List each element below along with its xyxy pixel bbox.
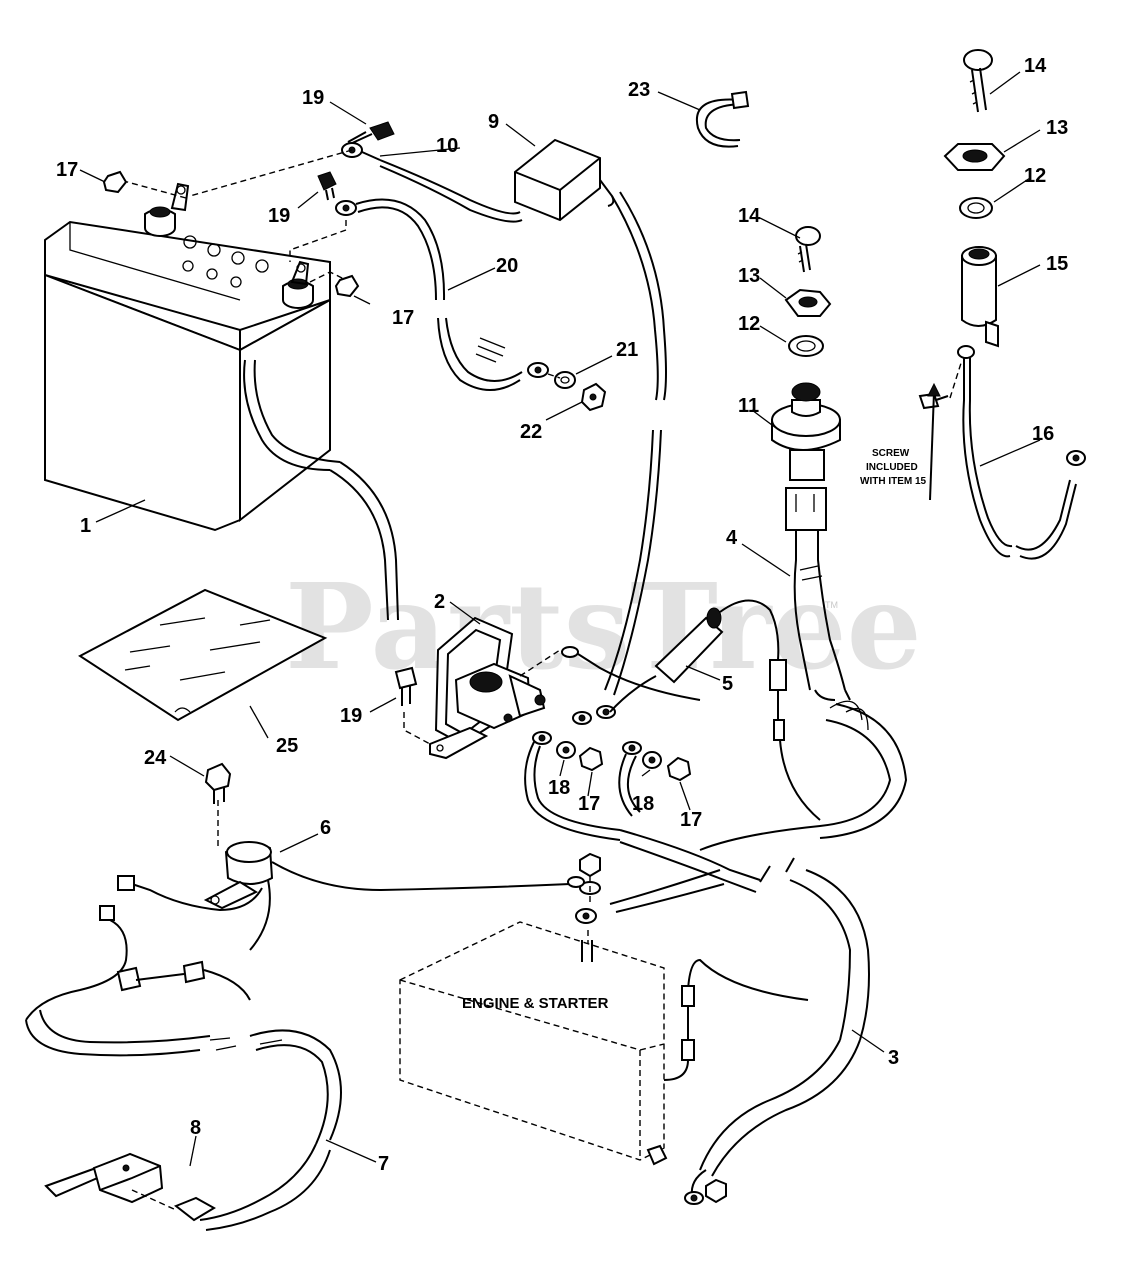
cable-20[interactable] [335, 198, 549, 391]
harness-7[interactable] [25, 905, 342, 1231]
engine-ground-bolt-lower[interactable] [646, 1144, 727, 1204]
callout-5: 5 [722, 673, 733, 695]
callout-24: 24 [144, 747, 167, 769]
fuse-5[interactable] [609, 599, 821, 821]
leader-lines [79, 71, 1041, 1167]
callout-21: 21 [616, 339, 638, 361]
callout-17-top: 17 [56, 159, 78, 181]
washer-18-left[interactable] [556, 741, 576, 759]
callout-10: 10 [436, 135, 458, 157]
nut-17-left[interactable] [578, 746, 604, 772]
clip-23[interactable] [695, 90, 750, 148]
callout-1: 1 [80, 515, 91, 537]
callout-4: 4 [726, 527, 738, 549]
note-line-1: SCREW [872, 448, 910, 459]
nut-22[interactable] [580, 382, 607, 412]
callout-9: 9 [488, 111, 499, 133]
note-line-2: INCLUDED [866, 462, 918, 473]
callout-17-left: 17 [578, 793, 600, 815]
washer-12-right[interactable] [959, 197, 993, 219]
key-14-right[interactable] [963, 49, 993, 113]
part-9-module[interactable] [514, 138, 667, 696]
callout-25: 25 [276, 735, 298, 757]
callout-8: 8 [190, 1117, 201, 1139]
ignition-switch-11[interactable] [771, 382, 841, 531]
engine-starter-label: ENGINE & STARTER [462, 995, 609, 1012]
callout-15: 15 [1046, 253, 1068, 275]
washer-12-center[interactable] [788, 335, 824, 357]
callout-17-battery: 17 [392, 307, 414, 329]
battery-mat[interactable] [78, 588, 328, 722]
callout-13-center: 13 [738, 265, 760, 287]
callout-18-right: 18 [632, 793, 654, 815]
callout-3: 3 [888, 1047, 899, 1069]
bolt-24[interactable] [204, 762, 232, 804]
part-6[interactable] [117, 841, 585, 951]
nut-13-right[interactable] [943, 143, 1006, 171]
callout-23: 23 [628, 79, 650, 101]
callout-6: 6 [320, 817, 331, 839]
engine-leads[interactable] [609, 869, 809, 1205]
nut-17-right[interactable] [666, 756, 692, 782]
washer-18-right[interactable] [642, 751, 662, 769]
callout-16: 16 [1032, 423, 1054, 445]
note-line-3: WITH ITEM 15 [860, 476, 927, 487]
callout-13-right: 13 [1046, 117, 1068, 139]
callout-20: 20 [496, 255, 518, 277]
callout-12-right: 12 [1024, 165, 1046, 187]
callout-19-mid: 19 [268, 205, 290, 227]
nut-17-mid[interactable] [334, 274, 360, 298]
bolt-19-mid[interactable] [317, 171, 337, 201]
nut-17-top-left[interactable] [102, 170, 128, 194]
callout-17-right: 17 [680, 809, 702, 831]
battery[interactable] [44, 182, 399, 621]
callout-7: 7 [378, 1153, 389, 1175]
callout-14-center: 14 [738, 205, 761, 227]
engine-starter-box: ENGINE & STARTER [399, 921, 665, 1161]
starter-solenoid-2[interactable] [429, 616, 546, 760]
watermark: PartsTree [285, 557, 922, 696]
callout-18-left: 18 [548, 777, 570, 799]
washer-21[interactable] [554, 371, 576, 389]
callout-19-top: 19 [302, 87, 324, 109]
bolt-19-lower[interactable] [394, 666, 418, 706]
switch-15[interactable] [961, 246, 999, 348]
callout-11: 11 [738, 395, 759, 417]
bolt-19-top[interactable] [347, 121, 395, 145]
callout-12-center: 12 [738, 313, 760, 335]
ground-wire-16[interactable] [957, 345, 1086, 560]
watermark-trademark: TM [825, 600, 838, 610]
callout-22: 22 [520, 421, 542, 443]
ground-hatch [475, 337, 506, 363]
harness-4[interactable] [793, 530, 851, 701]
nut-13-center[interactable] [784, 288, 832, 317]
callout-19-lower: 19 [340, 705, 362, 727]
callout-14-right: 14 [1024, 55, 1047, 77]
callout-2: 2 [434, 591, 445, 613]
part-8-switch[interactable] [44, 1152, 216, 1222]
harness-3[interactable] [619, 700, 908, 1177]
key-14-center[interactable] [795, 226, 821, 273]
